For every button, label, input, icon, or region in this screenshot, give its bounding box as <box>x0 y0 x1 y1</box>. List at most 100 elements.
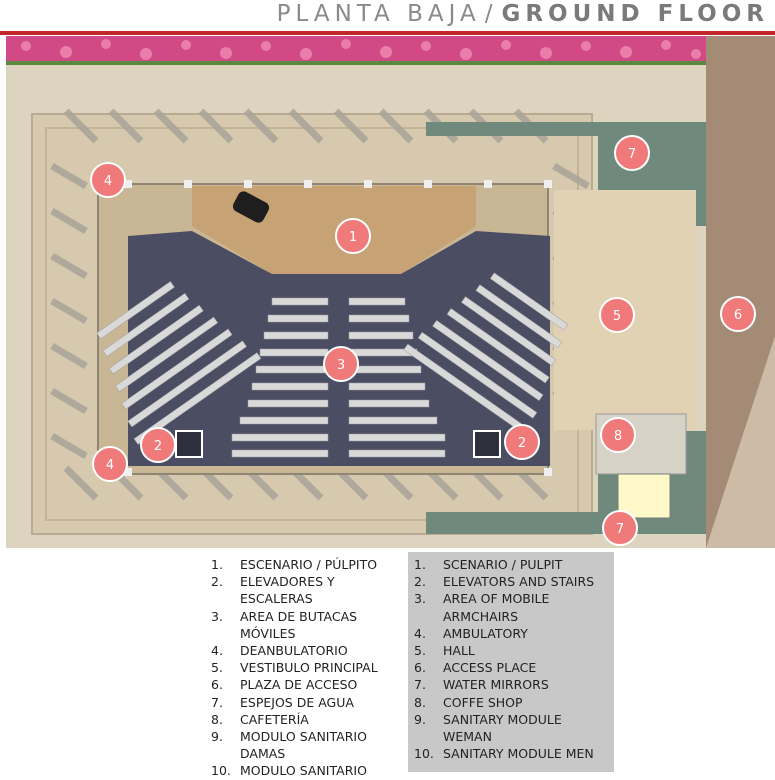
access-path <box>706 336 775 548</box>
seat-rows-center <box>231 297 446 458</box>
piano <box>232 191 270 223</box>
legend-es-num: 9. <box>211 729 223 745</box>
legend-en-item: 1. SCENARIO / PULPIT <box>408 556 614 573</box>
legend-es-text: ELEVADORES Y ESCALERAS <box>240 574 335 607</box>
legend-es-item: 2. ELEVADORES Y ESCALERAS <box>205 573 405 607</box>
marker-8-label: 8 <box>614 429 622 444</box>
legend-en-text: HALL <box>443 643 475 659</box>
legend-es-num: 10. <box>211 763 231 779</box>
legend-en-item: 10. SANITARY MODULE MEN <box>408 745 614 762</box>
marker-2-left: 2 <box>140 427 176 463</box>
legend-en-num: 9. <box>414 711 426 727</box>
legend-en-num: 5. <box>414 643 426 659</box>
flower-bed <box>6 36 706 64</box>
marker-2-right: 2 <box>504 424 540 460</box>
legend-en-text: ELEVATORS AND STAIRS <box>443 574 595 590</box>
wall-columns <box>124 180 552 476</box>
legend-en-item: 3. AREA OF MOBILE ARMCHAIRS <box>408 590 614 624</box>
legend-es-text: VESTIBULO PRINCIPAL <box>240 660 378 676</box>
legend-es-num: 3. <box>211 608 223 624</box>
legend-en-text: SANITARY MODULE WEMAN <box>443 711 562 745</box>
legend-en-item: 5. HALL <box>408 642 614 659</box>
sanitary-module <box>617 473 671 519</box>
legend-es-item: 8. CAFETERÍA <box>205 711 405 728</box>
marker-5: 5 <box>599 297 635 333</box>
marker-7-bottom-label: 7 <box>616 522 624 537</box>
legend-es-item: 9. MODULO SANITARIO DAMAS <box>205 728 405 762</box>
legend-es-item: 1.ESCENARIO / PÚLPITO <box>205 556 405 573</box>
legend-spanish: 1.ESCENARIO / PÚLPITO 2. ELEVADORES Y ESC… <box>205 552 405 780</box>
legend-en-num: 4. <box>414 625 426 641</box>
marker-8: 8 <box>600 417 636 453</box>
legend-es-num: 2. <box>211 574 223 590</box>
title-bar: PLANTA BAJA/GROUND FLOOR <box>0 0 775 35</box>
legend-en-text: COFFE SHOP <box>443 694 523 710</box>
legend-en-text: SANITARY MODULE MEN <box>443 746 594 762</box>
title-english: GROUND FLOOR <box>501 1 769 27</box>
marker-2-left-label: 2 <box>154 439 162 454</box>
legend-es-item: 3. AREA DE BUTACAS MÓVILES <box>205 608 405 642</box>
legend-es-text: PLAZA DE ACCESO <box>240 677 358 693</box>
legend-es-item: 6. PLAZA DE ACCESO <box>205 676 405 693</box>
seat-rows-right <box>403 272 569 437</box>
legend-en-num: 2. <box>414 574 426 590</box>
marker-6: 6 <box>720 296 756 332</box>
legend-en-num: 1. <box>414 557 426 572</box>
legend-en-num: 6. <box>414 660 426 676</box>
marker-6-label: 6 <box>734 308 742 323</box>
legend-es-num: 8. <box>211 711 223 727</box>
legend-es-text: CAFETERÍA <box>240 711 309 727</box>
legend-es-text: MODULO SANITARIO CABALLEROS <box>240 763 367 779</box>
stair-box-left <box>175 430 203 458</box>
title-separator: / <box>484 1 498 27</box>
marker-7-top-label: 7 <box>628 147 636 162</box>
page-title: PLANTA BAJA/GROUND FLOOR <box>277 0 769 28</box>
legend-en-num: 3. <box>414 591 426 607</box>
legend-es-num: 4. <box>211 643 223 659</box>
marker-4-bottom-label: 4 <box>106 458 114 473</box>
green-strip <box>6 61 706 65</box>
marker-4-top-label: 4 <box>104 174 112 189</box>
stair-box-right <box>473 430 501 458</box>
legend-es-text: ESCENARIO / PÚLPITO <box>240 557 378 572</box>
legend-es-num: 7. <box>211 694 223 710</box>
marker-3: 3 <box>323 346 359 382</box>
legend-english: 1. SCENARIO / PULPIT 2. ELEVATORS AND STAI… <box>408 552 614 772</box>
legend-en-text: SCENARIO / PULPIT <box>443 557 563 572</box>
legend-en-item: 9. SANITARY MODULE WEMAN <box>408 711 614 745</box>
flower-texture <box>21 39 701 60</box>
marker-4-top: 4 <box>90 162 126 198</box>
marker-3-label: 3 <box>337 358 345 373</box>
legend-es-item: 4. DEANBULATORIO <box>205 642 405 659</box>
legend-en-text: AREA OF MOBILE ARMCHAIRS <box>443 591 550 624</box>
marker-7-top: 7 <box>614 135 650 171</box>
legend-en-text: ACCESS PLACE <box>443 660 537 676</box>
legend-en-item: 7. WATER MIRRORS <box>408 676 614 693</box>
legend-es-item: 7. ESPEJOS DE AGUA <box>205 694 405 711</box>
marker-5-label: 5 <box>613 309 621 324</box>
legend-en-num: 10. <box>414 746 434 762</box>
legend-en-text: WATER MIRRORS <box>443 677 549 693</box>
legend-en-num: 7. <box>414 677 426 693</box>
legend-en-text: AMBULATORY <box>443 625 528 641</box>
floor-plan: 1 2 2 3 4 4 5 6 7 7 8 <box>6 36 775 548</box>
title-spanish: PLANTA BAJA <box>276 1 481 27</box>
seat-rows-left <box>96 281 262 445</box>
marker-2-right-label: 2 <box>518 436 526 451</box>
legend-es-text: AREA DE BUTACAS MÓVILES <box>240 608 358 641</box>
legend-es-item: 10. MODULO SANITARIO CABALLEROS <box>205 762 405 780</box>
legend-es-text: DEANBULATORIO <box>240 643 348 659</box>
marker-4-bottom: 4 <box>92 446 128 482</box>
legend-en-item: 4. AMBULATORY <box>408 625 614 642</box>
legend-es-num: 5. <box>211 660 223 676</box>
legend-es-text: ESPEJOS DE AGUA <box>240 694 354 710</box>
marker-7-bottom: 7 <box>602 510 638 546</box>
marker-1-label: 1 <box>349 230 357 245</box>
legend-en-num: 8. <box>414 694 426 710</box>
legend-es-text: MODULO SANITARIO DAMAS <box>240 729 367 762</box>
title-rule <box>0 31 775 35</box>
legend-en-item: 8. COFFE SHOP <box>408 694 614 711</box>
legend-en-item: 2. ELEVATORS AND STAIRS <box>408 573 614 590</box>
marker-1: 1 <box>335 218 371 254</box>
legend-es-num: 6. <box>211 677 223 693</box>
